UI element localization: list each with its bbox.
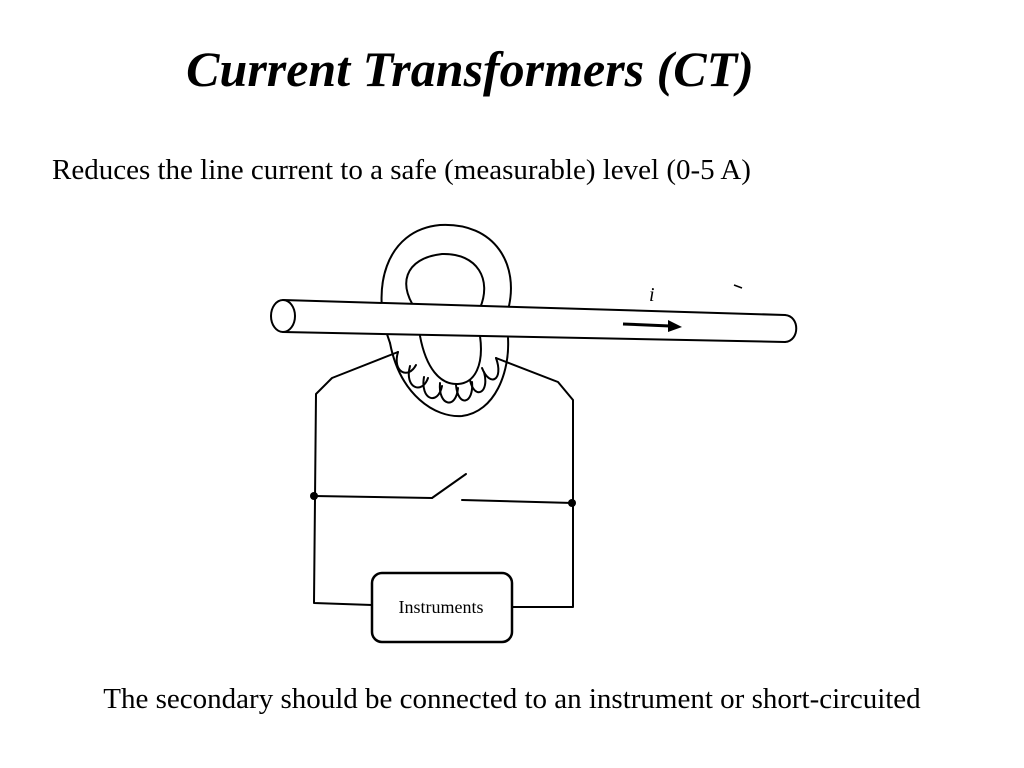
toroid-core-back — [380, 223, 512, 344]
instruments-box — [370, 571, 514, 644]
current-direction-arrow — [622, 320, 682, 332]
primary-conductor — [270, 299, 798, 343]
instruments-label: Instruments — [399, 597, 484, 617]
footer-note: The secondary should be connected to an … — [103, 683, 921, 715]
current-label: i — [649, 284, 655, 306]
slide-title: Current Transformers (CT) — [186, 41, 754, 97]
secondary-winding — [395, 351, 500, 404]
stray-mark — [733, 284, 743, 289]
shorting-switch — [310, 473, 576, 507]
secondary-circuit — [313, 351, 574, 608]
toroid-core-front — [389, 335, 510, 418]
slide-subtitle: Reduces the line current to a safe (meas… — [52, 154, 751, 186]
